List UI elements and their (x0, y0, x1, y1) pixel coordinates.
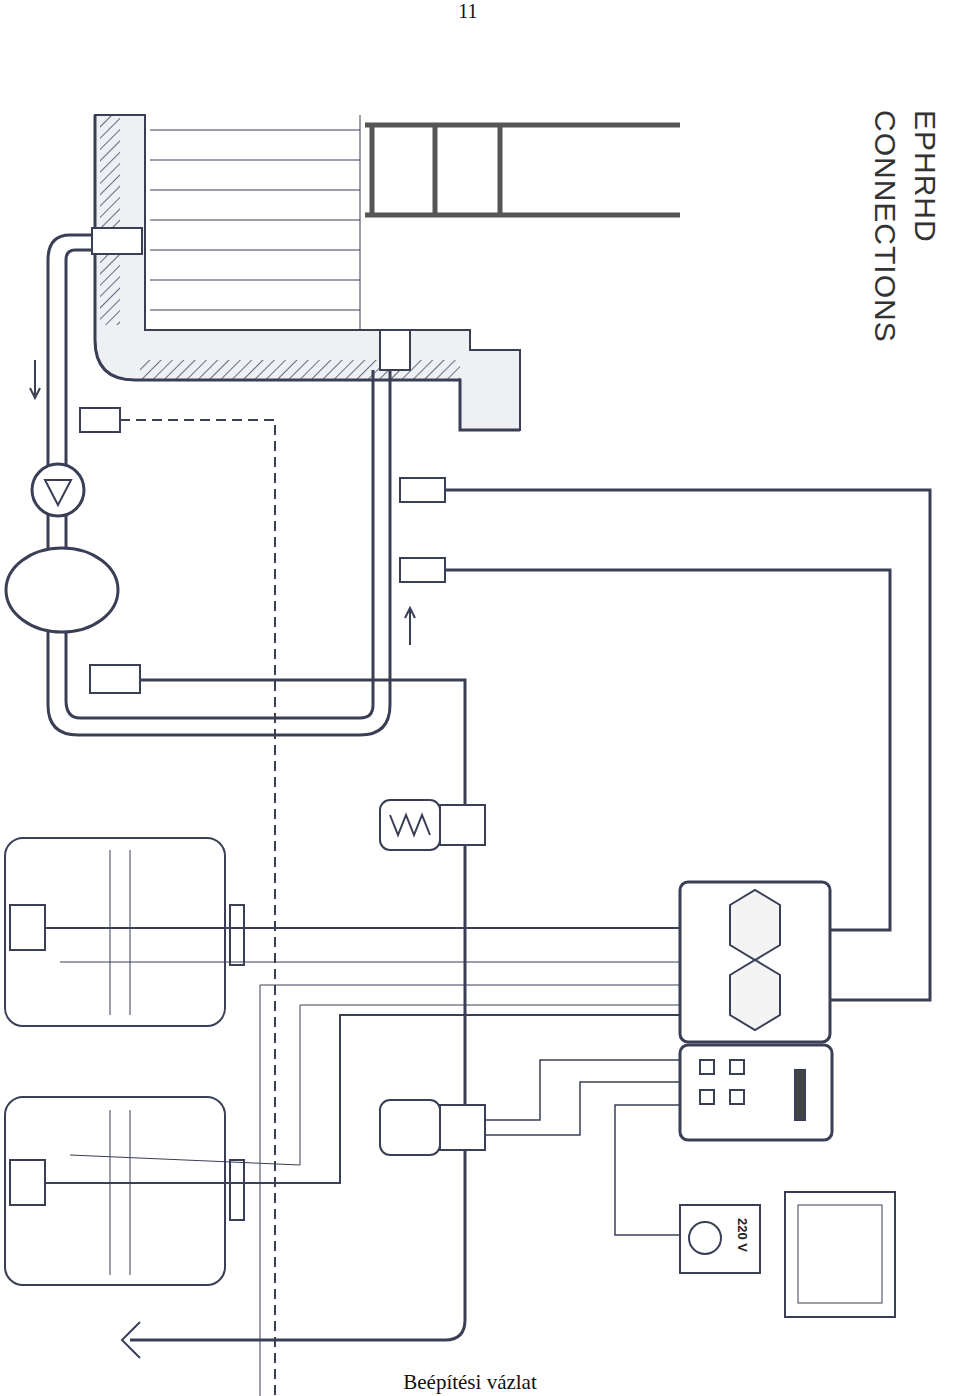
chemical-tank (5, 1097, 225, 1285)
injection-valve (400, 478, 445, 502)
drain-symbol (122, 1322, 140, 1358)
flow-arrow (34, 360, 36, 395)
pump-head (730, 890, 780, 960)
controller (680, 1045, 832, 1140)
pump-triangle (45, 480, 71, 505)
socket-face (689, 1222, 721, 1254)
flow-cell-body (440, 1105, 485, 1150)
pool-wall (95, 115, 520, 430)
button (700, 1060, 714, 1074)
power-cable (615, 1105, 680, 1235)
button (700, 1090, 714, 1104)
pool-outline (95, 115, 520, 430)
tank-level-lines (110, 850, 130, 1275)
flow-arrowhead (30, 388, 40, 398)
flow-arrow (409, 610, 411, 645)
wall-panel (785, 1192, 895, 1317)
panel-inner (798, 1205, 882, 1303)
pump-symbol (32, 464, 84, 516)
dosing-line (445, 570, 890, 930)
pump-head (730, 960, 780, 1030)
flow-cell-spring (390, 815, 430, 835)
inlet-fitting (92, 228, 142, 254)
foot-valve (10, 1160, 45, 1205)
tank-cap (230, 1160, 244, 1220)
tank-cap (230, 905, 244, 965)
pool-ladder (365, 125, 680, 215)
floor-inlet (380, 330, 410, 370)
chemical-tank (5, 838, 225, 1026)
sampling-valve (90, 665, 140, 693)
soil-hatch (140, 360, 460, 380)
probe-cable (260, 985, 680, 1396)
dosing-pumps (680, 882, 830, 1042)
flow-arrowhead (405, 608, 415, 618)
cell-cable (485, 1060, 680, 1120)
level-cable (70, 1005, 680, 1165)
level-cable (60, 962, 680, 963)
button (730, 1060, 744, 1074)
caption: Beépítési vázlat (0, 1370, 940, 1395)
flow-cell-body (440, 805, 485, 845)
suction-line (45, 927, 680, 929)
injection-valve (400, 558, 445, 582)
soil-hatch (100, 115, 120, 325)
pipe-inner (66, 250, 373, 718)
button (730, 1090, 744, 1104)
flow-cell (380, 800, 440, 850)
filter-tank (6, 548, 118, 632)
cell-cable (485, 1082, 680, 1135)
water-lines (150, 115, 360, 330)
display (795, 1070, 805, 1120)
diagram-title: EPHRHD CONNECTIONS (865, 110, 945, 360)
flow-cell (380, 1100, 440, 1155)
probe-holder (80, 408, 120, 432)
pipe-outer (48, 235, 390, 735)
page-number: 11 (0, 0, 936, 23)
voltage-label: 220 V (735, 1218, 750, 1252)
foot-valve (10, 905, 45, 950)
power-socket (680, 1205, 760, 1273)
